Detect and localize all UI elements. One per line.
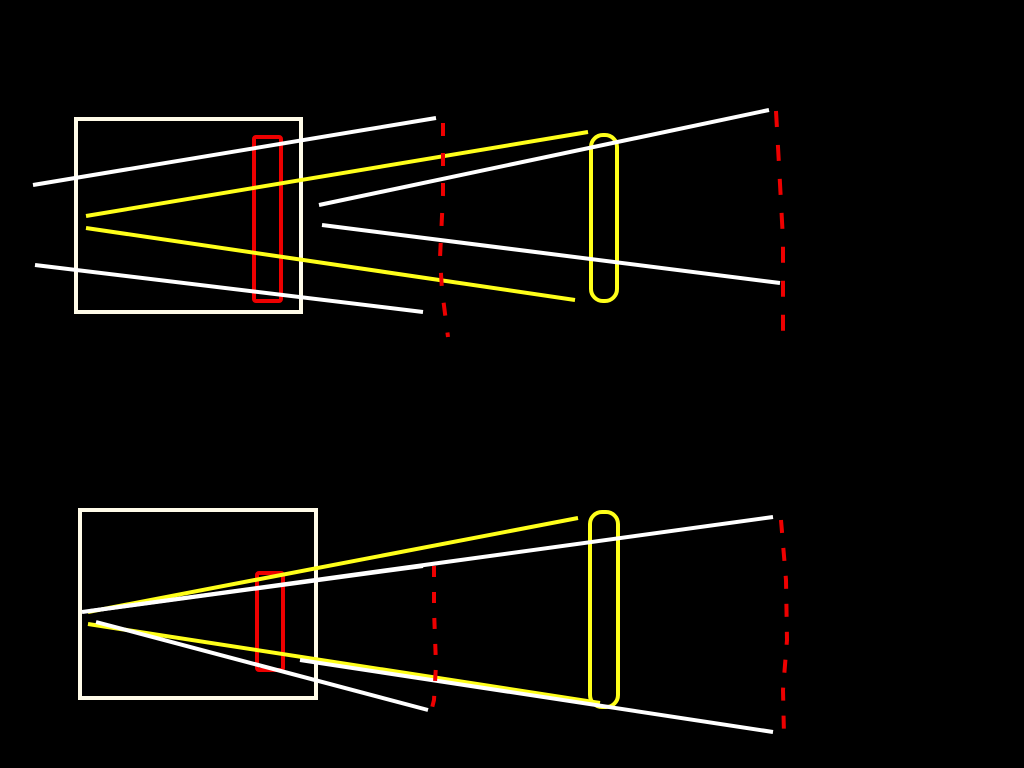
top-white-ray-upper-right: [318, 108, 770, 207]
top-diagram: [32, 108, 785, 343]
bottom-diagram: [78, 508, 790, 737]
bottom-white-ray-lower-far: [299, 658, 774, 734]
top-red-aperture: [252, 135, 283, 303]
top-white-ray-lower-right: [321, 223, 781, 285]
top-camera-frame: [74, 117, 303, 314]
bottom-white-ray-lower-near: [95, 620, 429, 712]
top-yellow-ray-lower: [85, 226, 576, 302]
bottom-yellow-ray-lower: [87, 622, 601, 705]
top-yellow-lens: [589, 133, 619, 303]
bottom-near-dashed-plane: [428, 566, 439, 717]
bottom-white-ray-upper-far: [89, 515, 774, 613]
top-white-ray-lower-left: [34, 263, 424, 314]
top-near-dashed-plane: [437, 123, 450, 338]
top-yellow-ray-upper: [85, 130, 589, 218]
top-white-ray-upper-left: [32, 116, 437, 187]
bottom-camera-frame: [78, 508, 318, 700]
bottom-yellow-ray-upper: [87, 516, 579, 614]
top-far-dashed-plane: [774, 110, 785, 343]
bottom-far-dashed-plane: [779, 519, 790, 737]
